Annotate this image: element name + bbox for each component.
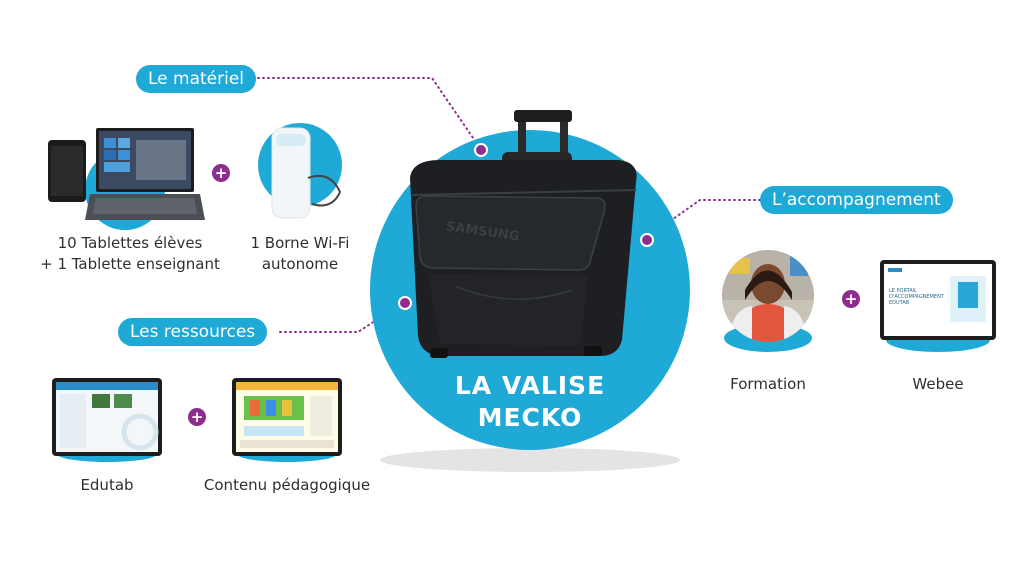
- caption-tablettes: 10 Tablettes élèves + 1 Tablette enseign…: [30, 233, 230, 275]
- webee-tablet-image: [880, 260, 996, 352]
- label-materiel: Le matériel: [136, 65, 257, 93]
- center-title-line1: LA VALISE: [454, 371, 606, 400]
- webee-screen-text: LE PORTAIL D'ACCOMPAGNEMENT EDUTAB: [889, 288, 944, 306]
- contenu-tablet-image: [232, 378, 342, 462]
- label-accompagnement: L’accompagnement: [760, 186, 953, 214]
- caption-edutab: Edutab: [80, 476, 134, 494]
- suitcase-image: SAMSUNG: [410, 110, 637, 358]
- caption-tablettes-line1: 10 Tablettes élèves: [57, 234, 203, 252]
- dot-materiel: [474, 143, 488, 157]
- center-shadow: [380, 448, 680, 472]
- center-title-line2: MECKO: [477, 403, 583, 432]
- wifi-box-image: [258, 123, 342, 219]
- caption-wifi-line1: 1 Borne Wi-Fi: [250, 234, 350, 252]
- caption-wifi-line2: autonome: [261, 255, 339, 273]
- dot-accompagnement: [640, 233, 654, 247]
- plus-icon-ressources: +: [188, 408, 206, 426]
- plus-icon-materiel: +: [212, 164, 230, 182]
- connector-materiel: [257, 77, 481, 149]
- label-ressources: Les ressources: [118, 318, 268, 346]
- caption-webee: Webee: [912, 375, 964, 393]
- plus-icon-accompagnement: +: [842, 290, 860, 308]
- tablet-laptop-image: [48, 128, 205, 230]
- caption-contenu: Contenu pédagogique: [203, 476, 371, 494]
- caption-tablettes-line2: + 1 Tablette enseignant: [40, 255, 220, 273]
- center-title: LA VALISE MECKO: [430, 370, 630, 434]
- formation-photo: [722, 250, 814, 352]
- caption-formation: Formation: [730, 375, 806, 393]
- edutab-tablet-image: [52, 378, 162, 462]
- caption-wifi: 1 Borne Wi-Fi autonome: [220, 233, 380, 275]
- dot-ressources: [398, 296, 412, 310]
